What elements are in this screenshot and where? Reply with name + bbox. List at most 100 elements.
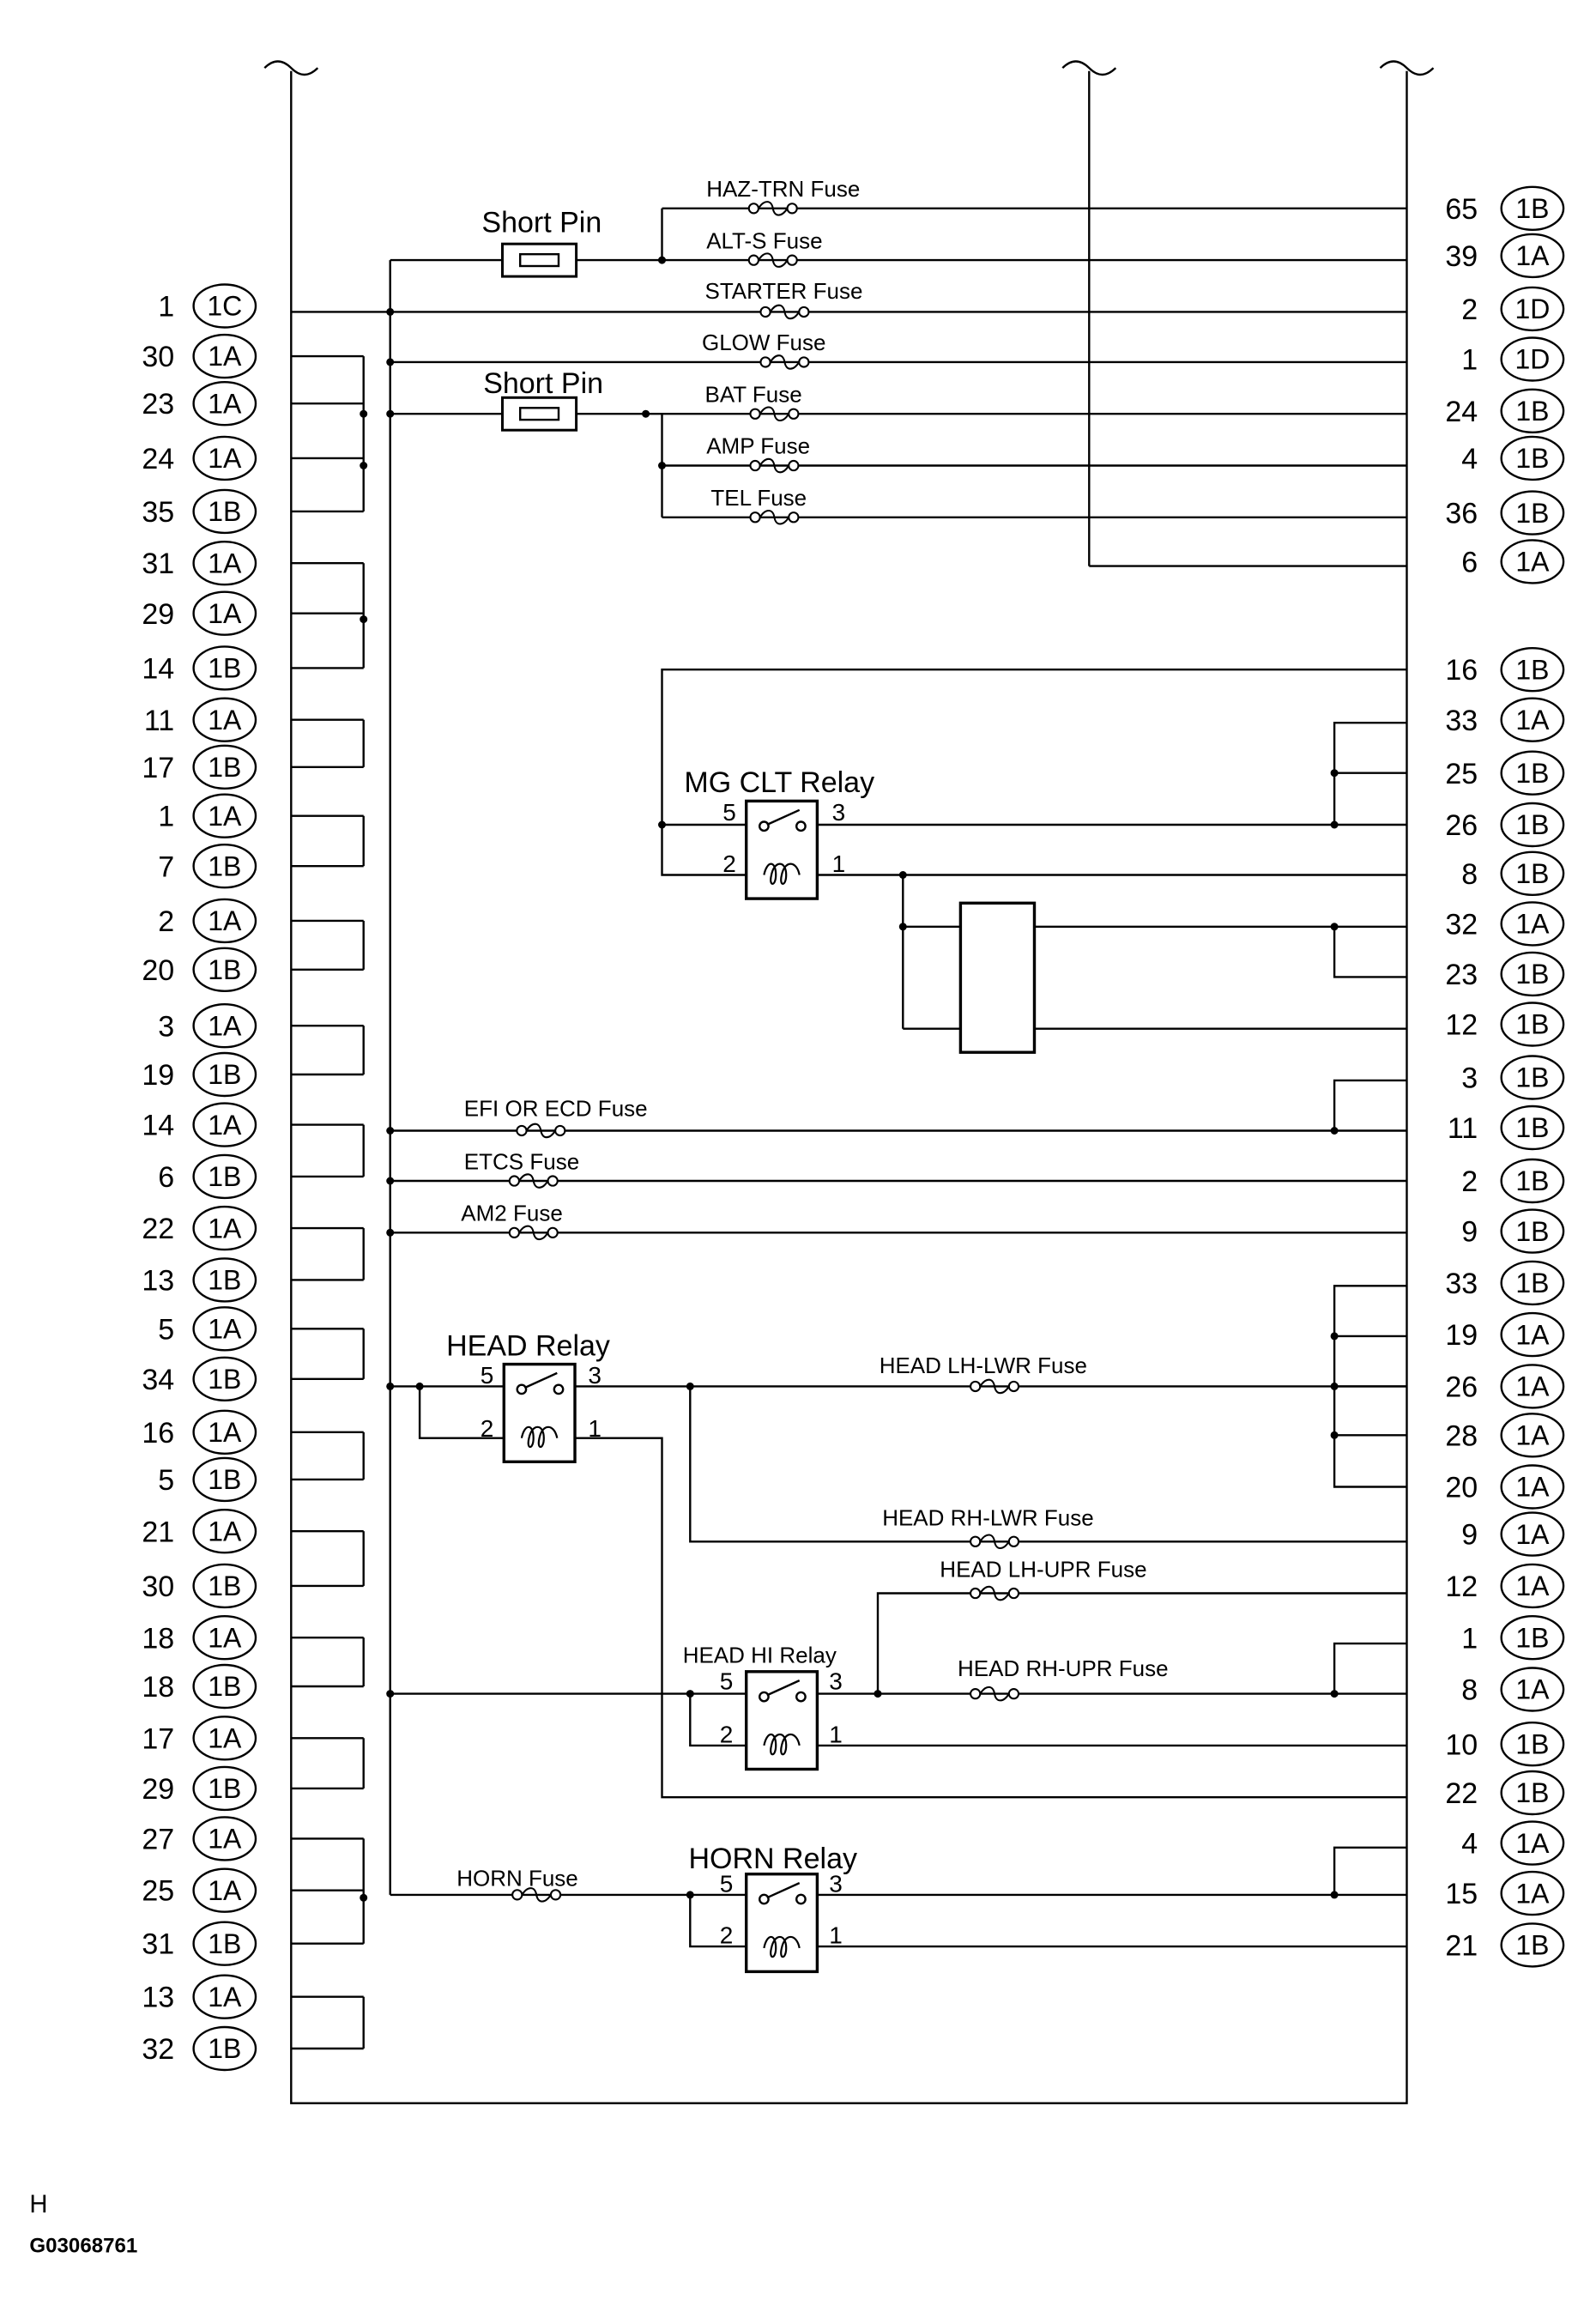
pin-number: 13	[142, 1265, 174, 1298]
connector-ellipse	[192, 1816, 257, 1861]
connector-ellipse	[1500, 697, 1565, 742]
connector-ellipse	[1500, 1820, 1565, 1866]
connector-code: 1B	[208, 1571, 241, 1601]
connector-ellipse	[192, 1765, 257, 1812]
fuse-symbol	[749, 406, 800, 422]
connector-code: 1B	[1515, 1930, 1549, 1961]
connector-ellipse	[192, 744, 257, 790]
connector-ellipse	[1500, 1464, 1565, 1510]
wire	[1333, 722, 1407, 825]
pin-number: 25	[142, 1875, 174, 1908]
connector-ellipse	[192, 1508, 257, 1554]
fuse-symbol	[508, 1173, 559, 1189]
pin-number: 17	[142, 752, 174, 784]
connector-ellipse	[192, 283, 257, 329]
connector-ellipse	[192, 590, 257, 636]
fuse-symbol	[747, 252, 798, 268]
connector-ellipse	[192, 1563, 257, 1609]
junction-dot	[415, 1382, 424, 1390]
pin-number: 18	[142, 1671, 174, 1704]
connector-ellipse	[1500, 1260, 1565, 1306]
pin-number: 20	[1445, 1472, 1478, 1504]
junction-dot	[1330, 1431, 1339, 1439]
connector-code: 1B	[1515, 959, 1549, 990]
connector-code: 1B	[208, 1265, 241, 1296]
connector-code: 1A	[208, 1110, 242, 1141]
junction-dot	[386, 1382, 395, 1390]
break-mark	[1061, 60, 1117, 76]
pin-number: 7	[158, 850, 174, 883]
left-pin-20: 13 1B	[142, 1257, 257, 1303]
connector-ellipse	[1500, 850, 1565, 896]
junction-dot	[386, 1690, 395, 1698]
junction-dot	[898, 923, 907, 931]
connector-code: 1A	[208, 1010, 242, 1041]
connector-ellipse	[192, 1409, 257, 1456]
connector-ellipse	[1500, 1511, 1565, 1557]
connector-code: 1B	[208, 1161, 241, 1192]
connector-ellipse	[1500, 802, 1565, 848]
pin-number: 2	[158, 905, 174, 938]
wire	[689, 1894, 747, 1948]
connector-code: 1B	[1515, 1216, 1549, 1247]
relay-pin-label: 5	[722, 799, 736, 826]
relay-pin-label: 5	[481, 1362, 494, 1389]
pin-number: 19	[1445, 1319, 1478, 1352]
connector-code: 1B	[208, 752, 241, 783]
pin-number: 11	[144, 705, 174, 737]
pin-number: 30	[142, 341, 174, 373]
connector-code: 1B	[208, 1059, 241, 1090]
pin-number: 28	[1445, 1419, 1478, 1452]
fuse-symbol	[747, 201, 798, 216]
fuse-label-haz-trn: HAZ-TRN Fuse	[706, 176, 860, 202]
pin-number: 65	[1445, 193, 1478, 226]
connector-ellipse	[192, 1153, 257, 1200]
connector-code: 1A	[208, 341, 242, 372]
connector-ellipse	[192, 793, 257, 838]
connector-ellipse	[1500, 1870, 1565, 1916]
pin-number: 29	[142, 1773, 174, 1806]
mg-clt-relay	[745, 799, 819, 900]
connector-ellipse	[1500, 1667, 1565, 1712]
relay-label-horn: HORN Relay	[689, 1843, 857, 1875]
pin-number: 17	[142, 1722, 174, 1755]
pin-number: 1	[158, 291, 174, 324]
connector-ellipse	[192, 1306, 257, 1352]
junction-dot	[360, 462, 368, 469]
wire	[689, 1386, 1407, 1543]
pin-number: 14	[142, 1110, 174, 1142]
pin-number: 21	[142, 1516, 174, 1548]
pin-number: 8	[1461, 1674, 1478, 1707]
connector-code: 1A	[1515, 547, 1550, 578]
relay-pin-label: 2	[720, 1922, 734, 1949]
fuse-symbol	[759, 354, 810, 370]
connector-code: 1B	[1515, 654, 1549, 685]
junction-dot	[658, 820, 666, 829]
connector-code: 1A	[1515, 240, 1550, 271]
pin-number: 12	[1445, 1571, 1478, 1603]
relay-pin-label: 3	[829, 1668, 843, 1695]
pin-number: 11	[1448, 1112, 1478, 1145]
